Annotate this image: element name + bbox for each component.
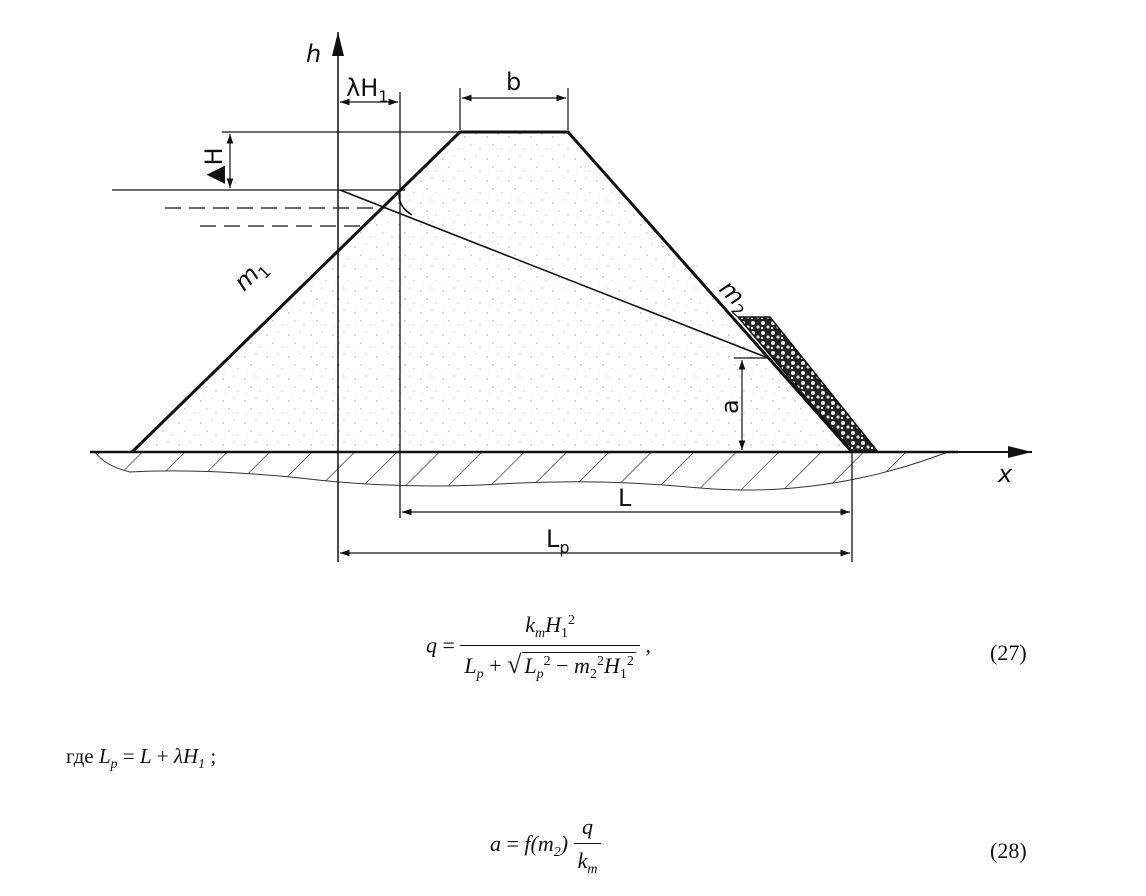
a-label: a <box>716 399 744 414</box>
lambda-h1-label: λH1 <box>346 74 388 106</box>
dh-label: ▲H <box>200 147 228 184</box>
m1-label: m1 <box>228 253 274 299</box>
dam-outline <box>130 130 854 454</box>
where-word: где <box>66 744 94 768</box>
equation-27: q = kmH12 Lp + √Lp2 − m22H12 , <box>426 612 651 682</box>
equation-28: a = f(m2) q km <box>490 814 602 878</box>
L-label: L <box>618 484 632 512</box>
b-label: b <box>506 68 521 96</box>
seepage-line <box>339 189 769 359</box>
dam-seepage-diagram: h x λH1 b ▲H m1 m2 a L Lp <box>90 32 1032 562</box>
ground-hatch <box>94 451 949 491</box>
equation-27-separator: , <box>645 632 651 658</box>
equation-27-number: (27) <box>990 640 1027 665</box>
dam-body <box>132 132 878 452</box>
equation-28-number: (28) <box>990 838 1027 863</box>
where-line: где Lp = L + λH1 ; <box>66 744 217 772</box>
Lp-label: Lp <box>546 525 570 557</box>
axis-x-label: x <box>997 460 1013 488</box>
axis-h-label: h <box>306 40 321 68</box>
